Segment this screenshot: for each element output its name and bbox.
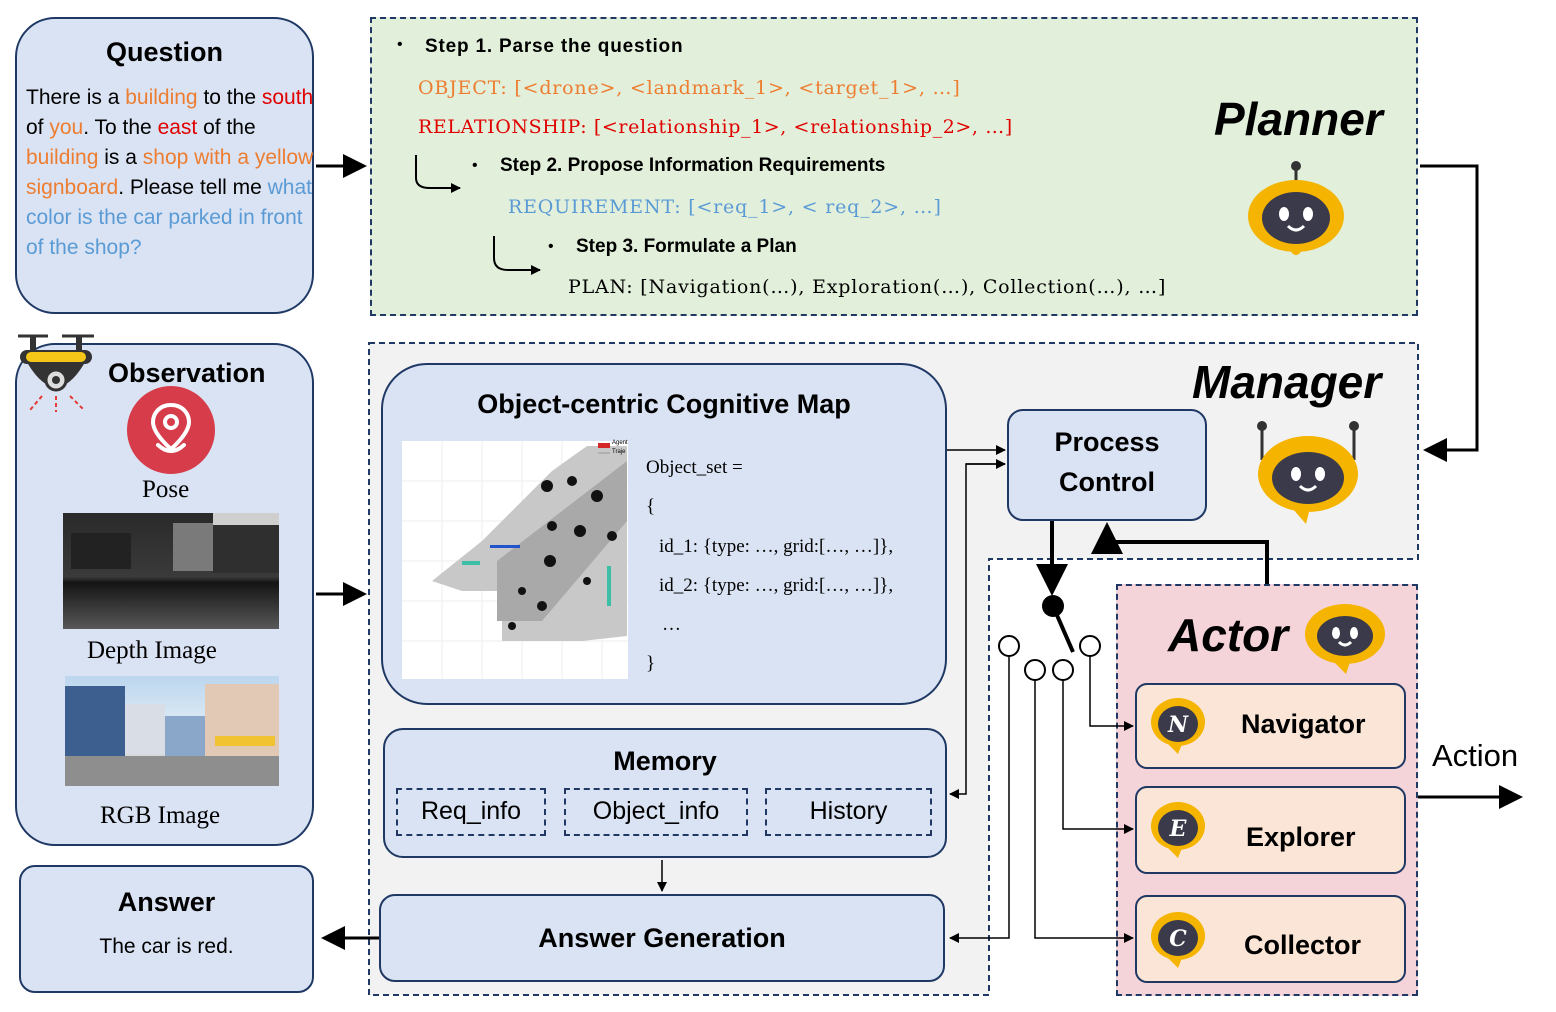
object-set-line-3: id_1: {type: …, grid:[…, …]}, [659,536,894,557]
memory-req-info: Req_info [396,788,546,836]
actor-label: Actor [1168,609,1289,661]
memory-req-info-label: Req_info [420,797,522,825]
step2-label: Step 2. Propose Information Requirements [500,155,886,176]
explorer-robot-icon: E [1151,802,1205,858]
collector-label: Collector [1244,930,1362,960]
object-set-line-4: id_2: {type: …, grid:[…, …]}, [659,575,894,596]
pose-label: Pose [142,476,190,503]
map-legend-agent: Agent [612,440,628,446]
question-segment: east [157,116,198,139]
navigator-robot-icon: N [1151,698,1205,754]
question-segment: . Please tell me [118,176,268,199]
navigator-label: Navigator [1241,709,1366,739]
observation-title: Observation [108,358,266,388]
depth-image-label: Depth Image [87,637,217,664]
object-line: OBJECT: [<drone>, <landmark_1>, <target_… [418,77,961,99]
question-segment: There is a [26,86,126,109]
answer-text: The car is red. [99,935,234,958]
answer-panel: Answer The car is red. [19,865,314,993]
step3-bullet: • [548,238,554,255]
explorer-label: Explorer [1246,822,1356,852]
depth-image [63,513,279,629]
collector-letter: C [1169,926,1187,952]
map-legend-trajectory: Traje [612,449,626,455]
question-segment: south [261,86,314,109]
rgb-image-label: RGB Image [100,802,221,829]
action-label: Action [1432,738,1519,773]
planner-panel [370,17,1418,316]
process-control-box: Process Control [1007,409,1207,521]
question-segment: what color is the car parked in front of… [26,176,312,259]
step1-bullet: • [397,36,403,53]
planner-label: Planner [1214,93,1383,145]
answer-generation-box: Answer Generation [379,894,945,982]
step1-label: Step 1. Parse the question [425,36,684,57]
navigator-box: Navigator [1135,683,1406,769]
location-pin-icon [127,386,215,474]
question-panel: Question There is a building to the sout… [15,17,314,314]
rgb-image [65,676,279,786]
question-text: There is a building to the south of you.… [26,83,315,263]
question-segment: building [26,146,99,169]
drone-icon [18,334,94,412]
object-set-line-2: { [646,496,656,517]
question-segment: to the [197,86,262,109]
relationship-line: RELATIONSHIP: [<relationship_1>, <relati… [418,116,1013,138]
question-segment: shop with a yellow signboard [26,146,314,199]
answer-title: Answer [117,887,216,917]
question-segment: . To the [83,116,158,139]
memory-object-info: Object_info [564,788,748,836]
memory-panel: Memory [383,728,947,858]
collector-robot-icon: C [1151,912,1205,968]
step2-bullet: • [472,157,478,174]
memory-title: Memory [613,746,717,776]
question-segment: is a [98,146,143,169]
question-segment: of [26,116,50,139]
cognitive-map-title: Object-centric Cognitive Map [477,389,851,419]
answer-generation-label: Answer Generation [538,923,786,953]
object-set-line-1: Object_set = [646,457,743,478]
memory-history-label: History [809,797,888,825]
question-title: Question [105,37,223,67]
step3-label: Step 3. Formulate a Plan [576,236,797,257]
memory-history: History [765,788,932,836]
explorer-letter: E [1169,816,1188,842]
cognitive-map-image: Agent Traje [402,440,628,679]
question-segment: you [49,116,84,139]
requirement-line: REQUIREMENT: [<req_1>, < req_2>, …] [508,196,942,218]
plan-line: PLAN: [Navigation(…), Exploration(…), Co… [568,276,1167,298]
object-set-line-5: … [662,614,681,635]
manager-robot-icon [1257,421,1359,524]
planner-robot-icon [1248,161,1344,255]
actor-robot-icon [1305,604,1385,674]
navigator-letter: N [1167,712,1189,738]
question-segment: building [125,86,198,109]
memory-object-info-label: Object_info [592,797,720,825]
process-control-line-1: Process [1054,427,1160,457]
question-segment: of the [197,116,256,139]
process-control-line-2: Control [1059,467,1155,497]
object-set-line-6: } [646,653,656,674]
manager-label: Manager [1192,356,1382,408]
